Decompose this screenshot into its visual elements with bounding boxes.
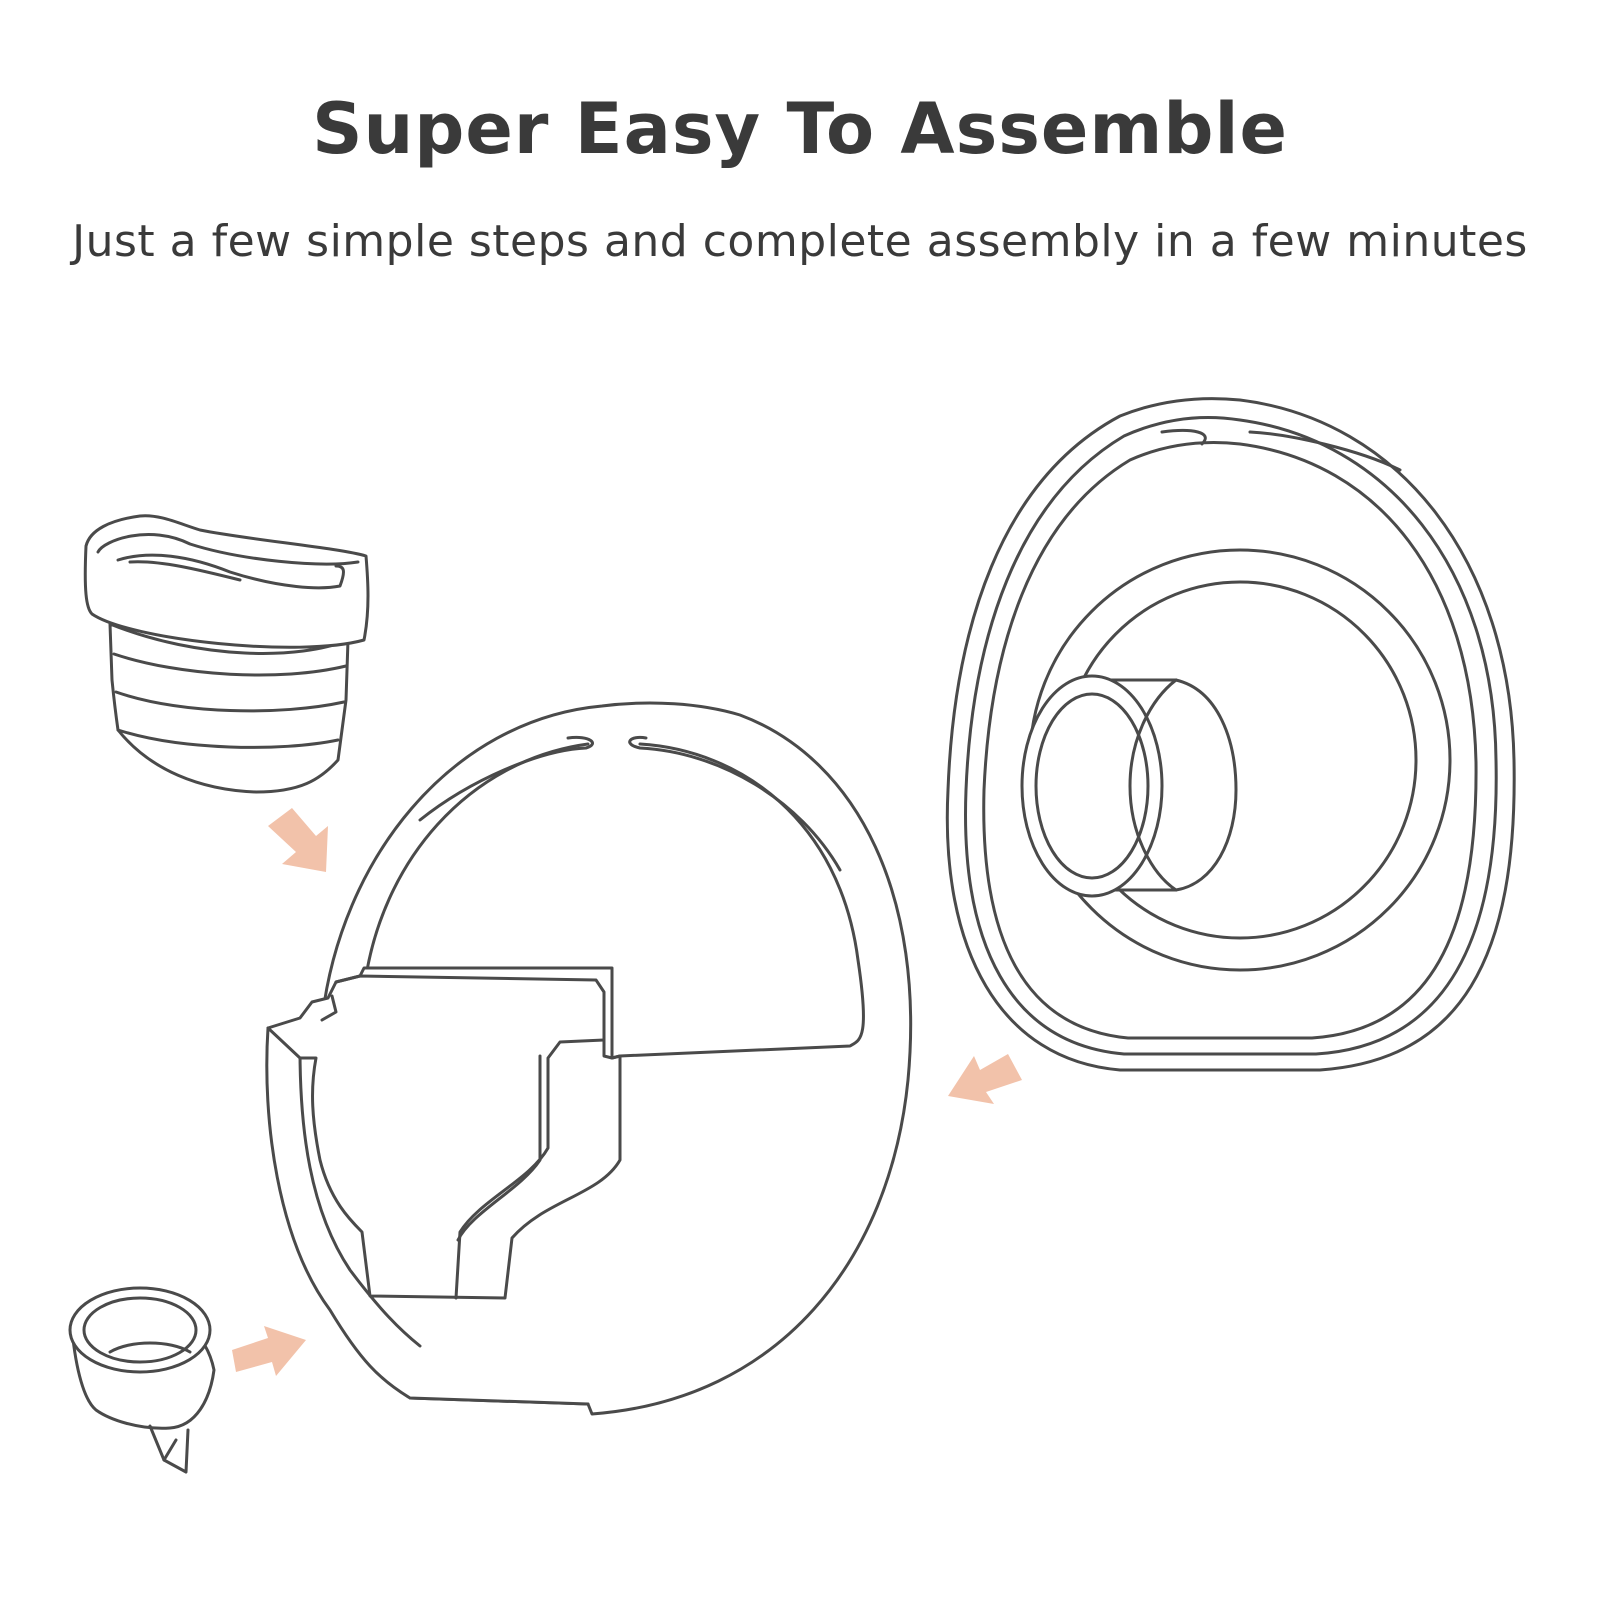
arrow-down-right-icon: [268, 808, 328, 872]
valve-insert-part: [83, 514, 370, 794]
arrow-down-left-icon: [948, 1054, 1022, 1104]
breast-shield: [945, 397, 1516, 1072]
arrow-right-icon: [232, 1326, 306, 1376]
page-title: Super Easy To Assemble: [312, 88, 1288, 170]
page-subtitle: Just a few simple steps and complete ass…: [72, 216, 1528, 267]
duckbill-valve: [68, 1286, 216, 1474]
connector-block: [266, 966, 622, 1300]
